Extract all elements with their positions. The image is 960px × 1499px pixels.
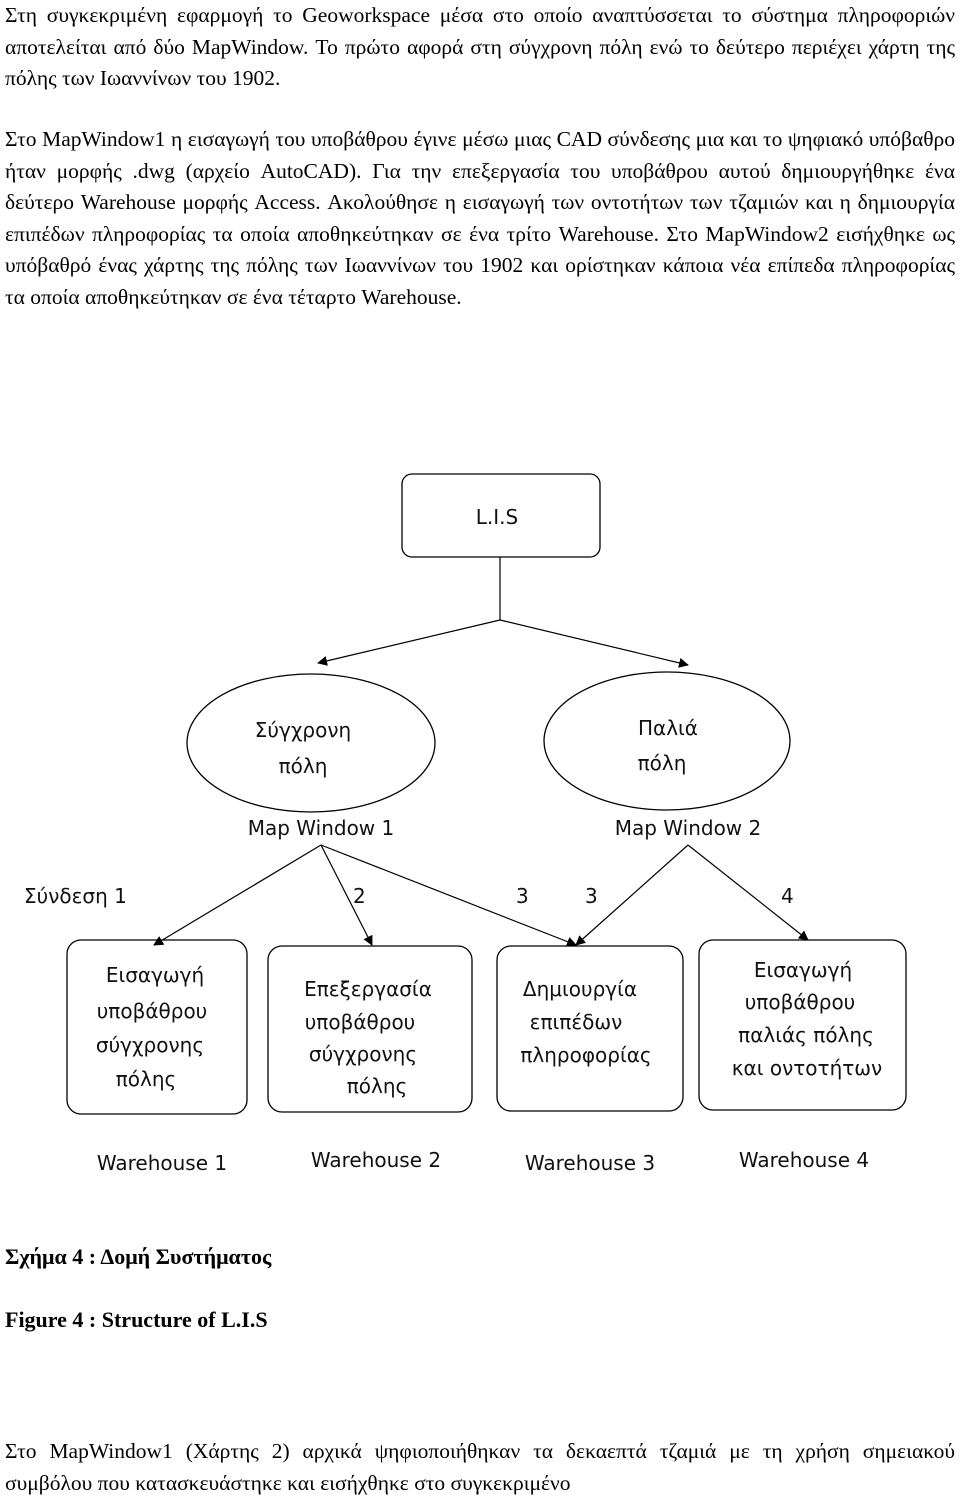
- connector-3a-line: [320, 844, 577, 947]
- intro-paragraph: Στη συγκεκριμένη εφαρμογή το Geoworkspac…: [5, 3, 955, 91]
- box-modern-basemap-processing: [267, 945, 473, 1113]
- warehouse-3-label: Warehouse 3: [525, 1151, 655, 1175]
- box-modern-basemap-import: [66, 939, 248, 1115]
- box4-line-4: και οντοτήτων: [732, 1056, 882, 1080]
- arrow-to-old-city: [499, 619, 689, 668]
- box-information-layers: [496, 945, 684, 1112]
- box3-line-1: Δημιουργία: [523, 977, 637, 1001]
- connector-3b-line: [575, 844, 689, 946]
- modern-city-label-1: Σύγχρονη: [255, 718, 351, 742]
- box4-line-2: υποβάθρου: [745, 990, 856, 1014]
- details-paragraph: Στο MapWindow1 η εισαγωγή του υποβάθρου …: [5, 127, 955, 309]
- connector-label-4: 4: [781, 884, 794, 908]
- box3-line-2: επιπέδων: [530, 1010, 623, 1034]
- arrow-to-modern-city: [317, 619, 501, 666]
- box2-line-1: Επεξεργασία: [304, 977, 432, 1001]
- figure-caption-english: Figure 4 : Structure of L.I.S: [5, 1307, 268, 1332]
- connector-label-3b: 3: [585, 884, 598, 908]
- box1-line-4: πόλης: [116, 1067, 177, 1091]
- connector-label-3a: 3: [516, 884, 529, 908]
- warehouse-4-label: Warehouse 4: [739, 1148, 869, 1172]
- box4-line-3: παλιάς πόλης: [738, 1023, 874, 1047]
- connector-label-2: 2: [353, 884, 366, 908]
- box4-line-1: Εισαγωγή: [754, 958, 852, 982]
- box1-line-2: υποβάθρου: [97, 999, 208, 1023]
- connector-2-line: [320, 844, 373, 946]
- box1-line-1: Εισαγωγή: [106, 963, 204, 987]
- old-city-ellipse: [543, 671, 791, 811]
- closing-paragraph: Στο MapWindow1 (Χάρτης 2) αρχικά ψηφιοπο…: [5, 1439, 955, 1495]
- map-window-1-label: Map Window 1: [248, 816, 395, 840]
- box2-line-2: υποβάθρου: [305, 1010, 416, 1034]
- old-city-label-2: πόλη: [638, 751, 687, 775]
- connector-label-1: Σύνδεση 1: [24, 884, 127, 908]
- connector-1-line: [153, 844, 322, 946]
- root-node-box: [401, 473, 601, 558]
- old-city-label-1: Παλιά: [638, 716, 698, 740]
- modern-city-ellipse: [186, 673, 436, 813]
- root-node-label: L.I.S: [476, 505, 518, 529]
- modern-city-label-2: πόλη: [279, 754, 328, 778]
- box3-line-3: πληροφορίας: [520, 1043, 651, 1067]
- figure-caption-greek: Σχήμα 4 : Δομή Συστήματος: [5, 1244, 272, 1269]
- box2-line-4: πόλης: [347, 1074, 408, 1098]
- box2-line-3: σύγχρονης: [309, 1042, 417, 1066]
- warehouse-1-label: Warehouse 1: [97, 1151, 227, 1175]
- map-window-2-label: Map Window 2: [615, 816, 762, 840]
- box1-line-3: σύγχρονης: [96, 1033, 204, 1057]
- warehouse-2-label: Warehouse 2: [311, 1148, 441, 1172]
- box-old-city-basemap-import: [698, 939, 907, 1111]
- connector-4-line: [687, 844, 809, 941]
